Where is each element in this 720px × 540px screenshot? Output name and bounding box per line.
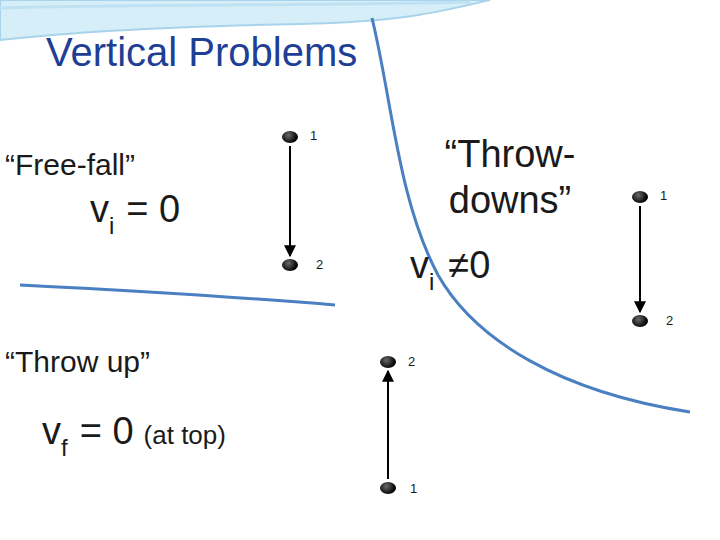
subscript-label: i bbox=[109, 212, 114, 239]
point-dot bbox=[380, 356, 396, 368]
text-label: = 0 bbox=[126, 188, 180, 230]
point-dot bbox=[380, 482, 396, 494]
text-label: ≠0 bbox=[448, 244, 490, 286]
text-label: (at top) bbox=[144, 420, 226, 450]
text-label: v bbox=[410, 244, 429, 286]
motion-arrow bbox=[289, 146, 291, 256]
text-label: “Free-fall” bbox=[5, 148, 135, 181]
label-group: vf= 0(at top) bbox=[42, 410, 226, 453]
point-number: 1 bbox=[660, 189, 667, 202]
header-wave-line bbox=[0, 2, 470, 8]
motion-arrow bbox=[387, 371, 389, 479]
label-group: “Free-fall” bbox=[5, 148, 135, 182]
point-number: 2 bbox=[666, 314, 673, 327]
text-label: = 0 bbox=[80, 410, 134, 452]
subscript-label: i bbox=[429, 268, 434, 295]
point-number: 1 bbox=[410, 482, 417, 495]
point-dot bbox=[632, 315, 648, 327]
label-group: vi= 0 bbox=[90, 188, 180, 231]
text-label: v bbox=[42, 410, 61, 452]
point-dot bbox=[282, 259, 298, 271]
text-label: v bbox=[90, 188, 109, 230]
point-dot bbox=[282, 131, 298, 143]
divider-line bbox=[20, 285, 335, 305]
motion-arrow bbox=[639, 206, 641, 312]
point-number: 2 bbox=[316, 258, 323, 271]
subscript-label: f bbox=[61, 434, 68, 461]
divider-curve bbox=[372, 18, 690, 412]
point-number: 2 bbox=[408, 355, 415, 368]
text-label: “Throw up” bbox=[5, 345, 150, 378]
label-group: vi≠0 bbox=[410, 244, 490, 287]
label-group: “Throw-downs” bbox=[420, 132, 600, 223]
label-group: “Throw up” bbox=[5, 345, 150, 379]
point-number: 1 bbox=[310, 129, 317, 142]
slide-title: Vertical Problems bbox=[46, 30, 357, 74]
point-dot bbox=[632, 191, 648, 203]
text-label: “Throw-downs” bbox=[445, 133, 576, 221]
